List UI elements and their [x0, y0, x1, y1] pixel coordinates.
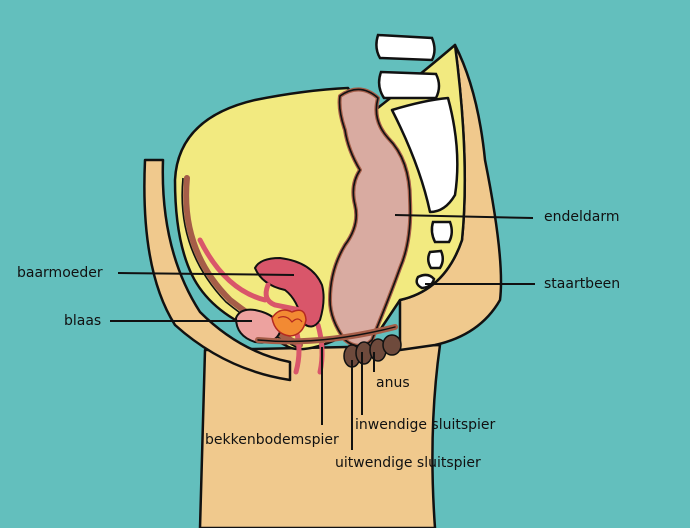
label-uterus: baarmoeder: [17, 265, 103, 281]
leader-lines: [110, 214, 535, 450]
pelvic-floor-outline: [257, 326, 396, 343]
ovary-detail: [277, 316, 303, 323]
label-rectum: endeldarm: [544, 209, 620, 225]
peritoneum: [197, 237, 268, 303]
sacrum: [390, 96, 459, 214]
coccyx-segment-1: [430, 220, 453, 244]
vertebra-2: [377, 70, 441, 100]
sphincter-4: [382, 334, 402, 356]
label-bladder: blaas: [64, 313, 102, 329]
label-anus: anus: [376, 375, 410, 391]
label-internal-sphincter: inwendige sluitspier: [355, 417, 496, 433]
uterus-fold: [263, 282, 303, 313]
rectum-outline: [329, 88, 412, 347]
label-pelvic-floor: bekkenbodemspier: [205, 432, 339, 448]
vertebra-1: [375, 33, 436, 62]
label-external-sphincter: uitwendige sluitspier: [335, 455, 481, 471]
thigh: [198, 343, 442, 528]
leader-uterus: [117, 272, 295, 276]
leader-rectum: [394, 214, 534, 219]
coccyx-segment-2: [427, 249, 444, 270]
belly-skin: [143, 158, 292, 382]
label-tailbone: staartbeen: [544, 276, 621, 292]
